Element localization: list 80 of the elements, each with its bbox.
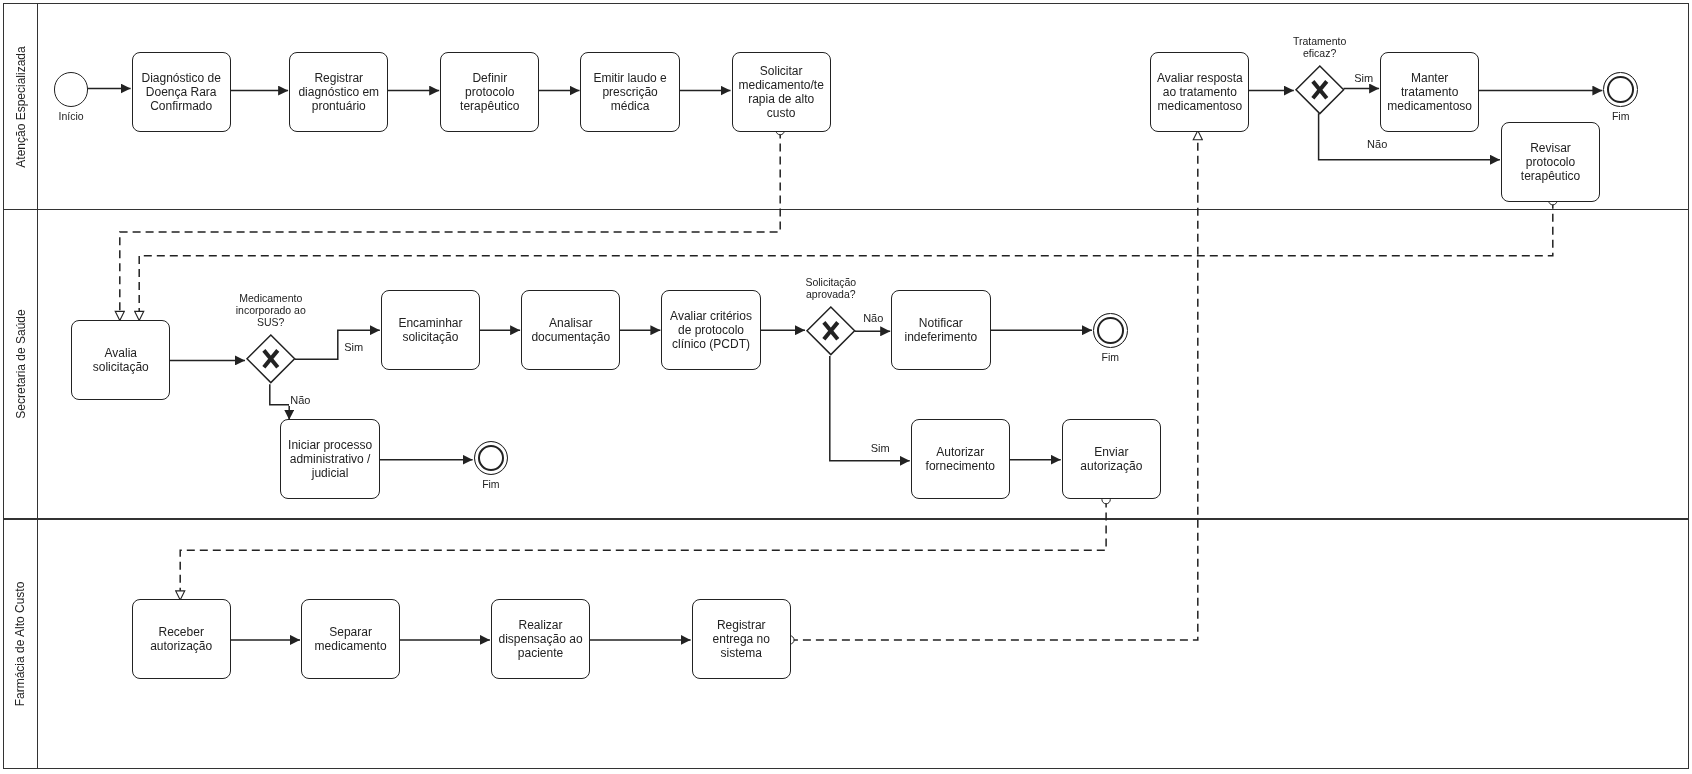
task-box — [910, 419, 1010, 500]
swimlane — [3, 208, 1689, 519]
lane-label: Atenção Especializada — [13, 46, 28, 168]
sequence-flow-arrow — [1342, 83, 1380, 94]
edge-label: Sim — [1353, 72, 1375, 85]
task-box — [1061, 419, 1161, 500]
edge-label: Não — [289, 393, 312, 406]
edge-label: Sim — [869, 442, 891, 455]
event-label: Início — [57, 109, 85, 122]
sequence-flow-arrow — [1477, 85, 1604, 96]
sequence-flow-arrow — [378, 454, 474, 465]
task-label: Autorizar fornecimento — [924, 445, 996, 474]
sequence-flow-arrow — [588, 634, 692, 645]
task-box — [521, 289, 621, 370]
task-box — [691, 599, 791, 680]
sequence-flow-arrow — [618, 325, 662, 336]
task-box — [289, 51, 389, 132]
task-label: Receber autorização — [149, 625, 214, 654]
sequence-flow-arrow — [229, 85, 289, 96]
swimlane — [3, 518, 1689, 769]
task-box — [490, 599, 591, 680]
sequence-flow-arrow — [1008, 454, 1062, 465]
task-box — [891, 289, 991, 370]
edge-label: Sim — [343, 341, 365, 353]
sequence-flow-arrow — [293, 325, 381, 361]
sequence-flow-arrow — [168, 355, 246, 366]
gateway-question: Medicamento incorporado ao SUS? — [234, 292, 307, 328]
task-label: Notificar indeferimento — [903, 315, 979, 344]
task-box — [300, 599, 401, 680]
task-label: Realizar dispensação ao paciente — [497, 618, 584, 661]
lane-label: Farmácia de Alto Custo — [13, 581, 28, 707]
task-box — [131, 51, 231, 132]
task-label: Registrar diagnóstico em prontuário — [297, 70, 381, 113]
sequence-flow-arrow — [386, 85, 440, 96]
task-box — [580, 51, 680, 132]
task-box — [131, 599, 231, 680]
task-label: Diagnóstico de Doença Rara Confirmado — [140, 70, 222, 113]
task-box — [71, 319, 171, 400]
task-label: Avaliar critérios de protocolo clínico (PCDT) — [669, 308, 753, 351]
task-label: Separar medicamento — [313, 625, 388, 654]
sequence-flow-arrow — [269, 383, 295, 421]
task-box — [280, 419, 380, 500]
task-box — [661, 289, 761, 370]
event-label: Fim — [481, 478, 501, 491]
task-label: Manter tratamento medicamentoso — [1386, 70, 1474, 113]
sequence-flow-arrow — [829, 355, 911, 466]
sequence-flow-arrow — [853, 326, 891, 337]
task-box — [1150, 51, 1250, 132]
gateway-question: Solicitação aprovada? — [804, 275, 858, 300]
edge-label: Não — [1366, 138, 1389, 151]
lane-label: Secretaria de Saúde — [13, 309, 28, 419]
sequence-flow-arrow — [229, 634, 301, 645]
task-box — [731, 51, 831, 132]
sequence-flow-arrow — [478, 325, 521, 336]
gateway-question: Tratamento eficaz? — [1291, 34, 1348, 59]
task-box — [1500, 121, 1601, 202]
task-label: Iniciar processo administrativo / judicial — [287, 438, 374, 481]
event-label: Fim — [1610, 109, 1631, 122]
task-box — [1380, 51, 1480, 132]
task-label: Revisar protocolo terapêutico — [1519, 140, 1582, 183]
sequence-flow-arrow — [398, 634, 491, 645]
edge-label: Não — [862, 311, 885, 324]
task-box — [380, 289, 481, 370]
task-label: Avaliar resposta ao tratamento medicamentoso — [1156, 70, 1244, 113]
event-label: Fim — [1100, 351, 1120, 363]
task-box — [440, 51, 540, 132]
task-label: Definir protocolo terapêutico — [459, 70, 521, 113]
task-label: Emitir laudo e prescrição médica — [592, 70, 668, 113]
sequence-flow-arrow — [86, 83, 132, 94]
task-label: Encaminhar solicitação — [397, 315, 464, 344]
swimlane — [3, 3, 1689, 211]
task-label: Solicitar medicamento/terapia de alto custo — [737, 63, 825, 120]
task-label: Registrar entrega no sistema — [711, 618, 771, 661]
sequence-flow-arrow — [1317, 112, 1501, 165]
sequence-flow-arrow — [988, 325, 1093, 336]
task-label: Avalia solicitação — [91, 345, 150, 374]
sequence-flow-arrow — [537, 85, 581, 96]
sequence-flow-arrow — [1247, 85, 1295, 96]
task-label: Analisar documentação — [530, 315, 612, 344]
task-label: Enviar autorização — [1079, 445, 1144, 474]
